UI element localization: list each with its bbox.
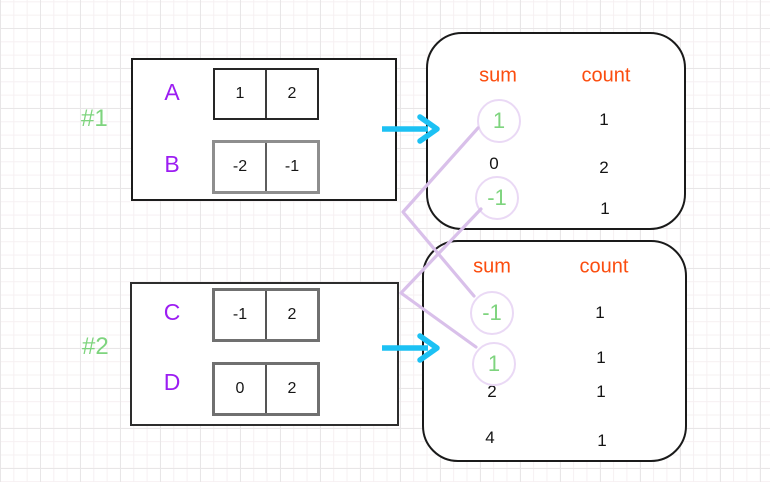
sum-value: 2 xyxy=(487,382,497,401)
count-value: 1 xyxy=(600,199,610,218)
count-value: 1 xyxy=(597,431,607,450)
array-b-cell-0: -2 xyxy=(232,158,248,175)
array-d-cell-1: 2 xyxy=(265,365,317,413)
array-c-label: C xyxy=(163,299,181,325)
array-a-cells: 1 2 xyxy=(213,68,319,120)
array-a-cell-1: 2 xyxy=(265,70,317,118)
count-column-header: count xyxy=(579,255,629,278)
highlighted-sum-circle: 1 xyxy=(472,342,516,386)
example-2-label: #2 xyxy=(82,333,109,360)
sum-value: 0 xyxy=(489,154,499,173)
sum-column-header: sum xyxy=(473,255,511,278)
count-value: 1 xyxy=(596,348,606,367)
array-b-cell-1: -1 xyxy=(265,143,317,191)
count-value: 2 xyxy=(599,158,609,177)
highlighted-sum-circle: -1 xyxy=(475,176,519,220)
array-d-label: D xyxy=(163,369,181,395)
array-c-cell-1: 2 xyxy=(265,291,317,339)
sum-column-header: sum xyxy=(479,64,517,87)
array-a-label: A xyxy=(164,79,180,105)
array-d-cell-0: 0 xyxy=(235,380,245,397)
array-c-cells: -1 2 xyxy=(212,288,320,342)
example-1-label: #1 xyxy=(81,105,108,132)
count-value: 1 xyxy=(595,303,605,322)
sum-value: 4 xyxy=(485,428,495,447)
highlighted-sum-circle: -1 xyxy=(470,291,514,335)
count-column-header: count xyxy=(581,64,631,87)
array-c-cell-0: -1 xyxy=(232,306,248,323)
example-1-result-table: sum count 1 1 0 2 -1 1 xyxy=(426,32,686,230)
array-d-cells: 0 2 xyxy=(212,362,320,416)
array-b-cells: -2 -1 xyxy=(212,140,320,194)
array-a-cell-0: 1 xyxy=(235,85,245,102)
count-value: 1 xyxy=(599,110,609,129)
array-b-label: B xyxy=(164,151,180,177)
example-2-result-table: sum count -1 1 1 1 2 1 4 1 xyxy=(422,240,687,462)
count-value: 1 xyxy=(596,382,606,401)
highlighted-sum-circle: 1 xyxy=(477,99,521,143)
